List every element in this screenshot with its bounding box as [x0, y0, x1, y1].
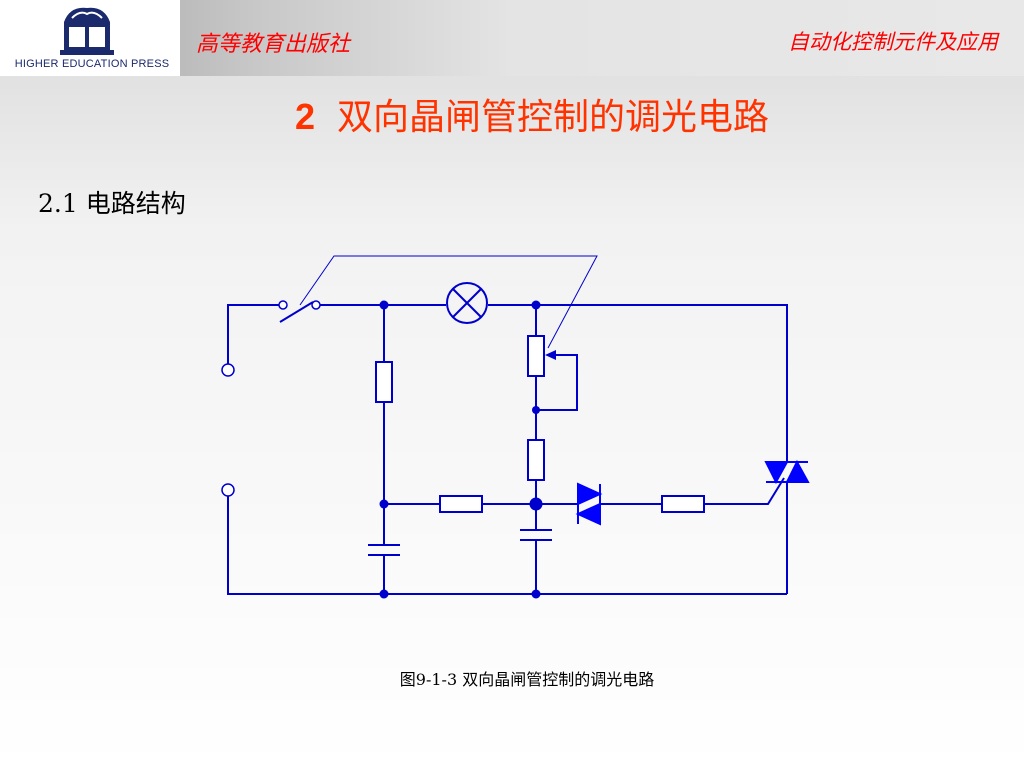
- node: [531, 300, 541, 310]
- wire-top-lamp-right: [488, 304, 788, 462]
- title-text: 双向晶闸管控制的调光电路: [337, 97, 770, 138]
- input-terminal-bottom: [221, 483, 235, 497]
- publisher-name: 高等教育出版社: [196, 32, 351, 57]
- node: [379, 499, 389, 509]
- resistor-mid: [527, 439, 545, 481]
- lamp-symbol: [446, 282, 488, 324]
- publisher-logo: HIGHER EDUCATION PRESS: [0, 0, 180, 76]
- wire-wiper-loop: [536, 354, 578, 411]
- switch-symbol: [278, 300, 321, 323]
- resistor-left: [375, 361, 393, 403]
- node: [379, 589, 389, 599]
- wire-gate: [704, 477, 785, 505]
- figure-caption: 图9-1-3 双向晶闸管控制的调光电路: [399, 670, 655, 689]
- title-number: 2: [294, 96, 315, 137]
- potentiometer: [527, 335, 545, 377]
- header-bar: HIGHER EDUCATION PRESS 高等教育出版社 自动化控制元件及应…: [0, 0, 1024, 76]
- triac-symbol: [764, 459, 810, 485]
- wiper-arrow-icon: [545, 350, 556, 360]
- node: [379, 300, 389, 310]
- wire-left-top: [227, 304, 282, 364]
- diac-symbol: [575, 482, 603, 526]
- node: [532, 406, 540, 414]
- capacitor-left: [368, 544, 400, 556]
- section-heading: 2.1 电路结构: [38, 189, 186, 218]
- book-emblem-icon: [60, 7, 114, 55]
- mechanical-link: [299, 255, 598, 349]
- node: [531, 589, 541, 599]
- resistor-horizontal: [439, 495, 483, 513]
- input-terminal-top: [221, 363, 235, 377]
- slide-title: 2 双向晶闸管控制的调光电路: [0, 88, 1024, 140]
- course-name: 自动化控制元件及应用: [788, 30, 998, 54]
- logo-text: HIGHER EDUCATION PRESS: [14, 58, 170, 70]
- node-large: [529, 497, 543, 511]
- wire-bottom-rail: [227, 494, 787, 595]
- capacitor-mid: [520, 529, 552, 541]
- resistor-gate: [661, 495, 705, 513]
